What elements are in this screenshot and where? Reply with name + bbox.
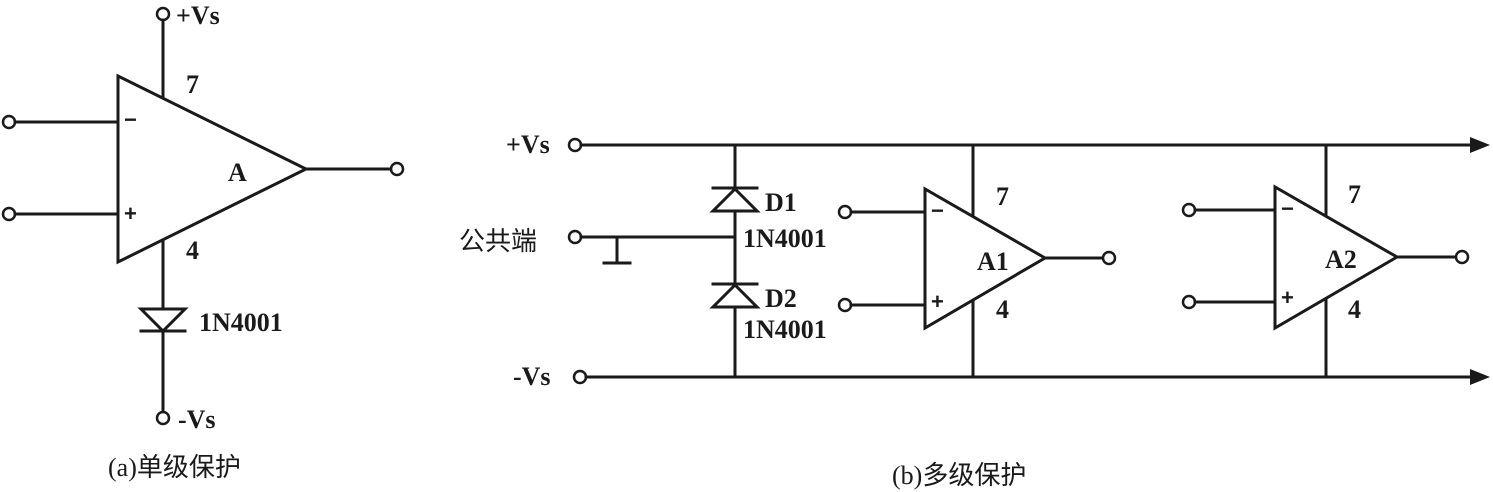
vminus-arrow-b: [1470, 369, 1490, 385]
panel-a-single-stage: +Vs − + A 7 4 1N4001 -Vs (a)单级保护: [1, 1, 405, 482]
a1-noninverting-input-terminal: [837, 297, 853, 313]
diode-body-a: [137, 307, 189, 334]
a2-pin7-label: 7: [1348, 180, 1361, 209]
inverting-input-terminal-a: [1, 114, 17, 130]
a1-label: A1: [977, 247, 1009, 276]
a2-label: A2: [1325, 245, 1357, 274]
vplus-label-b: +Vs: [506, 130, 550, 159]
a1-pin4-label: 4: [996, 295, 1009, 324]
a1-minus-sign: −: [931, 198, 944, 223]
vminus-terminal-a: [155, 410, 171, 426]
noninverting-input-terminal-a: [1, 206, 17, 222]
a1-plus-sign: +: [931, 289, 944, 314]
opamp-a-plus-sign: +: [124, 201, 137, 226]
output-terminal-a: [389, 161, 405, 177]
common-terminal: [567, 229, 583, 245]
d2-part-label: 1N4001: [743, 315, 827, 344]
vplus-arrow-b: [1470, 137, 1490, 153]
vplus-label-a: +Vs: [176, 1, 220, 30]
opamp-a-minus-sign: −: [124, 107, 137, 132]
a2-output-terminal: [1454, 249, 1470, 265]
opamp-a1: [923, 186, 1048, 331]
diode-part-label-a: 1N4001: [199, 308, 283, 337]
vplus-terminal-a: [155, 6, 171, 22]
pin7-label-a: 7: [186, 70, 199, 99]
a1-pin7-label: 7: [996, 182, 1009, 211]
opamp-a: [116, 73, 310, 265]
caption-b: (b)多级保护: [892, 461, 1026, 490]
a2-noninverting-input-terminal: [1181, 294, 1197, 310]
d1-body: [709, 186, 761, 213]
a2-minus-sign: −: [1281, 196, 1294, 221]
a2-plus-sign: +: [1281, 285, 1294, 310]
vminus-label-b: -Vs: [513, 362, 551, 391]
vminus-label-a: -Vs: [178, 405, 216, 434]
d1-part-label: 1N4001: [743, 224, 827, 253]
panel-b-multi-stage: +Vs -Vs D1 1N4001 D2 1N4001 公共端 − + A1 7: [459, 130, 1490, 490]
common-terminal-label: 公共端: [459, 227, 537, 256]
d2-label: D2: [765, 284, 797, 313]
opamp-a-label: A: [228, 158, 247, 187]
d2-body: [709, 282, 761, 309]
vminus-terminal-b: [572, 369, 588, 385]
opamp-a2: [1273, 184, 1400, 331]
a1-inverting-input-terminal: [837, 204, 853, 220]
d1-label: D1: [765, 188, 797, 217]
a2-inverting-input-terminal: [1181, 202, 1197, 218]
a1-output-terminal: [1101, 250, 1117, 266]
a2-pin4-label: 4: [1348, 295, 1361, 324]
vplus-terminal-b: [567, 137, 583, 153]
caption-a: (a)单级保护: [108, 453, 241, 482]
pin4-label-a: 4: [186, 236, 199, 265]
